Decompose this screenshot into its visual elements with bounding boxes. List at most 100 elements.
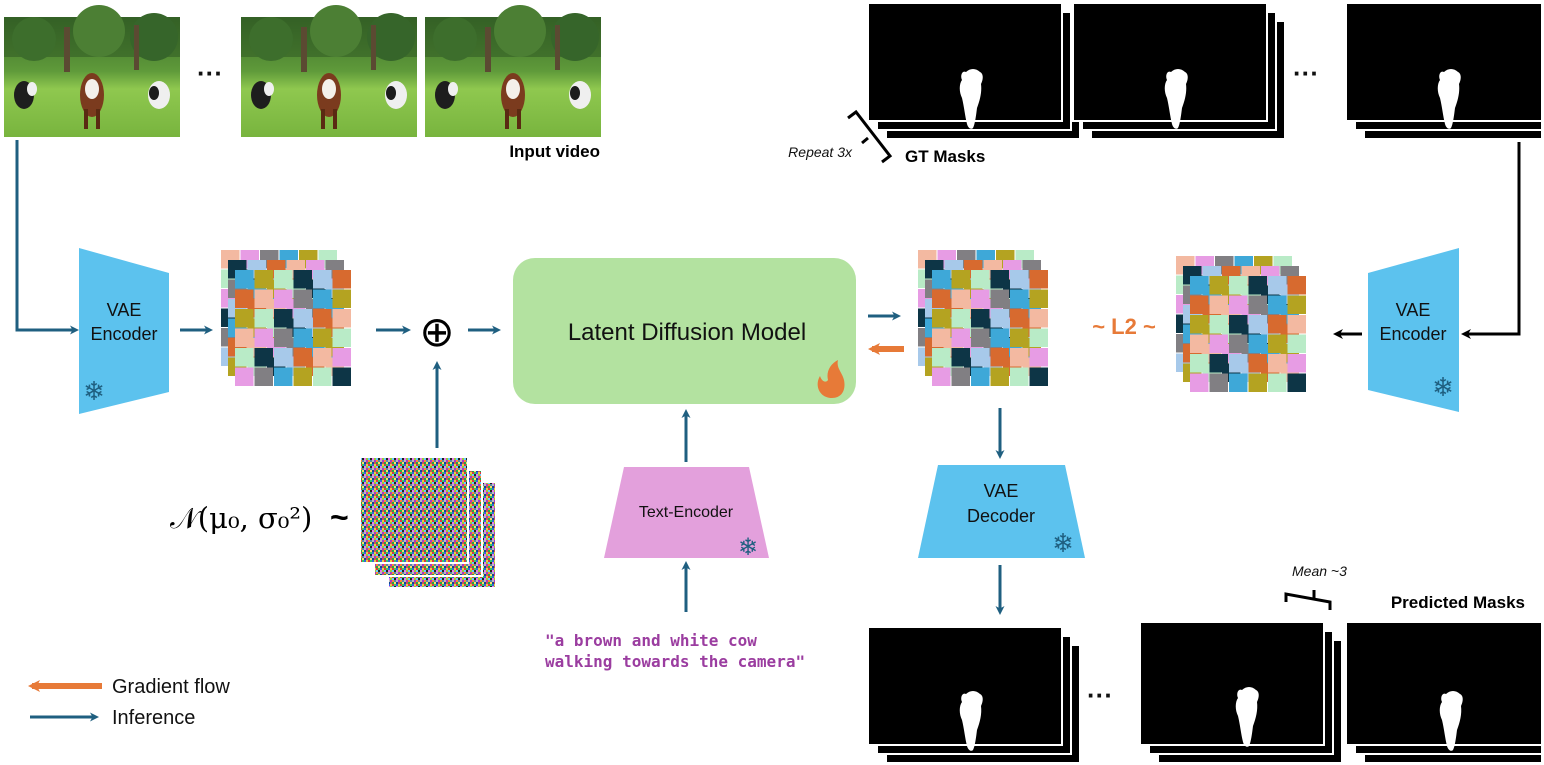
- latent-cell: [1209, 354, 1228, 373]
- plus-operator: ⊕: [419, 308, 454, 355]
- latent-cell: [235, 270, 254, 289]
- noise-tilde: ~: [330, 499, 349, 535]
- latent-cell: [1248, 354, 1267, 373]
- legend-inference-label: Inference: [112, 707, 195, 729]
- latent-cell: [990, 348, 1009, 367]
- latent-cell: [1029, 289, 1048, 308]
- latent-cell: [1029, 348, 1048, 367]
- latent-cell: [235, 309, 254, 328]
- input-frame-1: [4, 5, 180, 137]
- latent-cell: [1190, 315, 1209, 334]
- latent-cell: [1029, 270, 1048, 289]
- latent-cell: [1209, 334, 1228, 353]
- latent-cell: [332, 367, 351, 386]
- latent-cell: [313, 309, 332, 328]
- snowflake-icon: ❄: [1052, 528, 1074, 558]
- latent-grid-gt: [1176, 256, 1306, 392]
- latent-cell: [293, 348, 312, 367]
- latent-cell: [1268, 276, 1287, 295]
- latent-cell: [274, 309, 293, 328]
- latent-cell: [254, 289, 273, 308]
- latent-cell: [932, 270, 951, 289]
- latent-cell: [932, 309, 951, 328]
- ldm-label: Latent Diffusion Model: [568, 319, 806, 346]
- latent-cell: [1248, 276, 1267, 295]
- latent-cell: [1029, 328, 1048, 347]
- legend-gradient-label: Gradient flow: [112, 676, 230, 698]
- input-frame-3: [425, 5, 601, 137]
- latent-cell: [1268, 354, 1287, 373]
- latent-cell: [1229, 295, 1248, 314]
- prompt-line-1: "a brown and white cow: [545, 631, 757, 650]
- latent-cell: [951, 348, 970, 367]
- latent-cell: [235, 348, 254, 367]
- latent-cell: [951, 289, 970, 308]
- pred-mask-stack-1: [867, 626, 1081, 764]
- vae-encoder-left-label-2: Encoder: [90, 324, 157, 344]
- latent-cell: [313, 270, 332, 289]
- latent-cell: [951, 270, 970, 289]
- latent-cell: [313, 289, 332, 308]
- latent-cell: [1268, 334, 1287, 353]
- latent-cell: [1287, 354, 1306, 373]
- latent-cell: [1029, 367, 1048, 386]
- latent-cell: [990, 289, 1009, 308]
- latent-cell: [254, 348, 273, 367]
- latent-cell: [332, 270, 351, 289]
- vae-encoder-right-label-1: VAE: [1396, 300, 1431, 320]
- repeat-label: Repeat 3x: [788, 144, 853, 160]
- latent-cell: [1010, 270, 1029, 289]
- snowflake-icon: ❄: [1432, 372, 1454, 402]
- latent-cell: [1010, 348, 1029, 367]
- latent-cell: [313, 348, 332, 367]
- latent-cell: [1287, 295, 1306, 314]
- latent-cell: [951, 309, 970, 328]
- latent-cell: [332, 309, 351, 328]
- latent-cell: [1209, 373, 1228, 392]
- vae-encoder-right-label-2: Encoder: [1379, 324, 1446, 344]
- gt-ellipsis: ···: [1293, 58, 1319, 88]
- latent-cell: [932, 289, 951, 308]
- pred-ellipsis: ···: [1087, 680, 1113, 710]
- gt-mask-stack-2: [1072, 2, 1286, 140]
- mean-brace: [1284, 592, 1332, 610]
- arrow-gtmask-to-encoder: [1461, 142, 1521, 339]
- latent-cell: [332, 348, 351, 367]
- latent-cell: [274, 367, 293, 386]
- latent-cell: [293, 309, 312, 328]
- latent-grid-predicted: [918, 250, 1048, 386]
- vae-encoder-right: [1368, 248, 1459, 412]
- latent-cell: [274, 328, 293, 347]
- latent-cell: [971, 289, 990, 308]
- latent-cell: [1229, 354, 1248, 373]
- latent-cell: [1287, 373, 1306, 392]
- fire-icon: [817, 360, 845, 398]
- predicted-masks-label: Predicted Masks: [1391, 593, 1525, 612]
- latent-diffusion-model: [513, 258, 856, 404]
- latent-cell: [971, 348, 990, 367]
- latent-cell: [293, 270, 312, 289]
- latent-cell: [951, 367, 970, 386]
- latent-cell: [235, 328, 254, 347]
- latent-cell: [1248, 315, 1267, 334]
- latent-cell: [1190, 373, 1209, 392]
- vae-decoder-label-2: Decoder: [967, 506, 1035, 526]
- text-encoder: [604, 467, 769, 558]
- l2-loss-label: ~ L2 ~: [1092, 314, 1156, 339]
- snowflake-icon: ❄: [738, 534, 758, 561]
- latent-cell: [990, 367, 1009, 386]
- latent-cell: [1229, 334, 1248, 353]
- latent-cell: [1190, 354, 1209, 373]
- latent-cell: [1268, 315, 1287, 334]
- latent-cell: [332, 328, 351, 347]
- latent-cell: [971, 328, 990, 347]
- vae-decoder-label-1: VAE: [984, 481, 1019, 501]
- latent-cell: [951, 328, 970, 347]
- latent-cell: [1190, 334, 1209, 353]
- latent-cell: [1248, 334, 1267, 353]
- latent-cell: [1248, 373, 1267, 392]
- latent-cell: [1010, 289, 1029, 308]
- latent-cell: [932, 348, 951, 367]
